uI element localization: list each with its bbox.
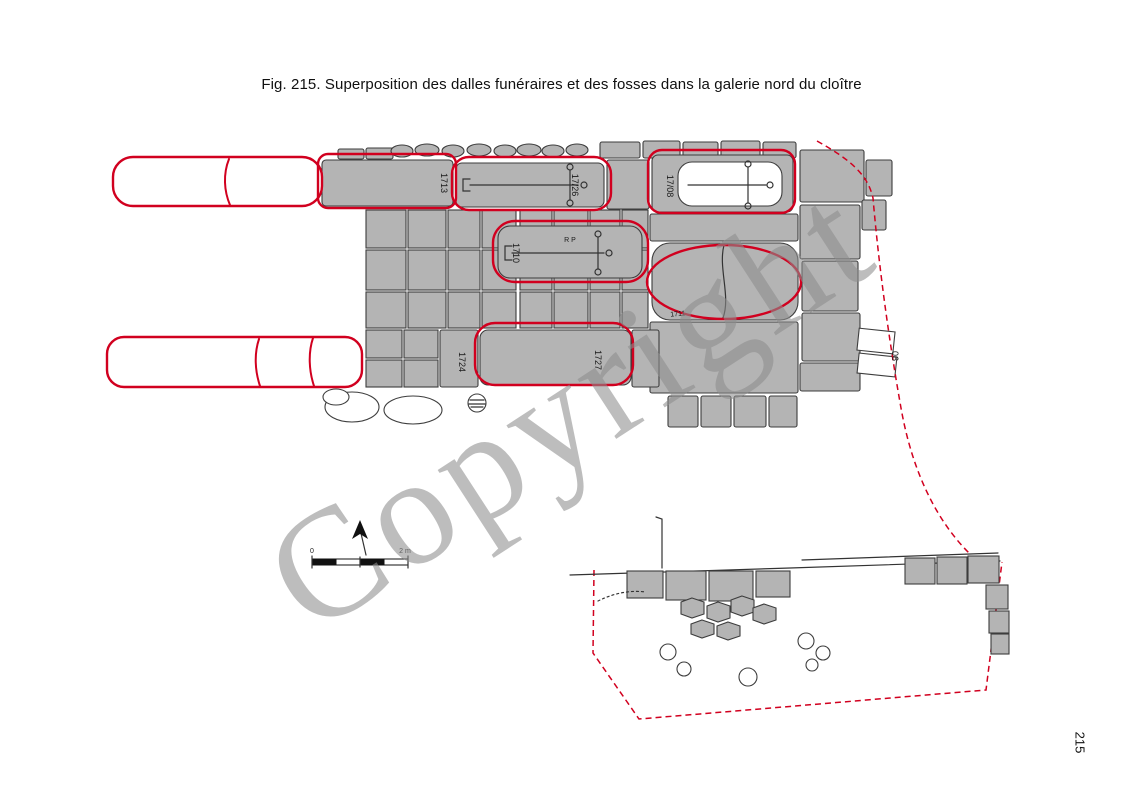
slab-labels: 1713 17/26 17/08 1710 R P 1711 1724 1727… [439,173,900,372]
section-drawing [569,516,1010,687]
stone-slab [403,329,439,359]
stone-slab [649,321,799,394]
slab-label-rp: R P [564,237,576,244]
slab-label-1708: 17/08 [665,175,675,198]
slab-label-1710: 1710 [511,243,521,263]
loose-stone [383,395,443,425]
slab-label-1713: 1713 [439,173,449,193]
stone-slab [447,209,481,249]
loose-stone [322,388,350,406]
stone-slab [631,329,660,388]
slab-crack [721,244,727,319]
page-number: 215 [1072,731,1088,754]
stone-slab [733,395,767,428]
stone-slab [479,329,632,386]
stone-slab [365,291,407,329]
stone-slab [365,249,407,291]
stone-slab [321,159,454,207]
scale-zero-label: 0 [310,548,314,555]
stone-slab [799,149,865,203]
red-dashed-limits [592,140,1003,720]
stone-slab [403,359,439,388]
stone-slab [439,329,479,388]
stone-slab [606,159,650,210]
slab-label-1711: 1711 [670,310,686,318]
stone-slab [801,260,859,312]
stone-slab [768,395,798,428]
scale-bar: 0 2 m [310,548,411,569]
stone-slab [365,359,403,388]
stone-slab [799,204,861,260]
scale-max-label: 2 m [399,548,411,555]
stone-slab [599,141,641,159]
slab-label-1724: 1724 [457,352,467,372]
stone-slab [497,225,643,279]
rubble-and-stones [322,143,589,425]
stone-slab [407,249,447,291]
fosse-outlines [105,148,803,389]
hatched-stone [467,393,487,413]
stone-slab [365,329,403,359]
north-arrow [352,520,368,556]
rubble-stone [565,143,589,157]
rubble-stone [541,144,565,158]
slab-1708-panel [677,161,783,207]
stone-slab [407,209,447,249]
stone-slab [801,312,861,362]
stone-slab [447,291,481,329]
stone-slab [799,362,861,392]
slab-label-06: 06 [890,351,900,361]
stone-slab [407,291,447,329]
slab-label-1727: 1727 [593,350,603,370]
stone-slab [861,199,887,231]
edge-slab [856,327,896,355]
stone-slab [700,395,732,428]
rubble-stone [493,144,517,158]
slab-label-1726: 17/26 [570,174,580,197]
stone-slab [621,291,649,329]
rubble-stone [516,143,542,157]
stone-slab [447,249,481,291]
edge-slab [856,352,898,378]
rubble-stone [466,143,492,157]
stone-slab [365,209,407,249]
stone-slab [667,395,699,428]
incised-crosses [462,160,774,319]
stone-slab [649,213,799,242]
stone-slab [865,159,893,197]
figure-caption: Fig. 215. Superposition des dalles funér… [261,76,862,93]
